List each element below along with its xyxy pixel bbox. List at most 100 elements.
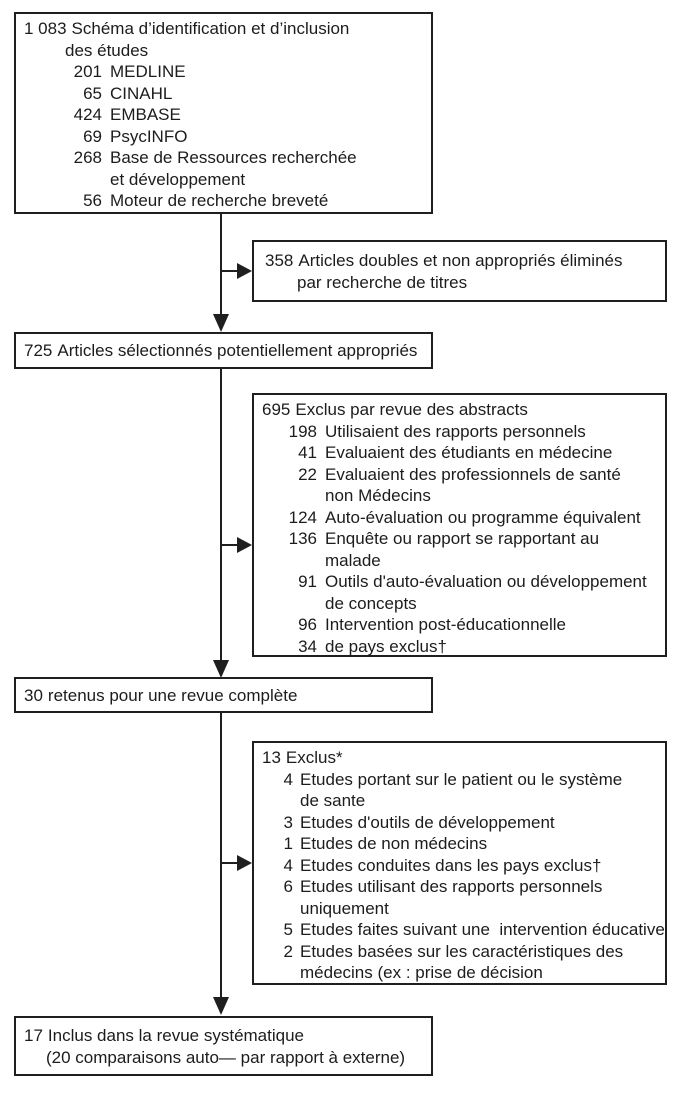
line-text: Etudes conduites dans les pays exclus†: [300, 855, 602, 875]
flow-line: et développement: [24, 169, 425, 191]
line-text: Base de Ressources recherchée: [110, 148, 357, 167]
line-text: (20 comparaisons auto— par rapport à ext…: [46, 1047, 406, 1067]
flow-line: 136 Enquête ou rapport se rapportant au: [262, 528, 661, 550]
flow-line: 5 Etudes faites suivant une intervention…: [262, 919, 665, 941]
branch-line-duplicates: [221, 270, 238, 272]
arrow-down-icon: [213, 997, 229, 1015]
flow-line: 198 Utilisaient des rapports personnels: [262, 421, 661, 443]
line-text: non Médecins: [325, 486, 431, 505]
flow-line: 201 MEDLINE: [24, 61, 425, 83]
count-value: 65: [83, 83, 102, 103]
flow-line: 695 Exclus par revue des abstracts: [262, 399, 661, 421]
flow-line: 6 Etudes utilisant des rapports personne…: [262, 876, 661, 898]
flow-line: 268 Base de Ressources recherchée: [24, 147, 425, 169]
line-text: Intervention post-éducationnelle: [325, 615, 566, 634]
box-duplicates-removed: 358 Articles doubles et non appropriés é…: [252, 240, 667, 302]
flow-line: 124 Auto-évaluation ou programme équival…: [262, 507, 661, 529]
arrow-down-icon: [213, 314, 229, 332]
flow-line: 34 de pays exclus†: [262, 636, 661, 658]
line-text: Evaluaient des professionnels de santé: [325, 464, 621, 484]
line-text: Etudes faites suivant une intervention é…: [300, 920, 665, 939]
count-value: 201: [73, 62, 102, 81]
line-text: Articles sélectionnés potentiellement ap…: [57, 341, 418, 360]
count-value: 424: [73, 105, 102, 124]
count-value: 41: [298, 443, 317, 462]
flow-line: 4 Etudes portant sur le patient ou le sy…: [262, 769, 661, 791]
line-text: MEDLINE: [110, 62, 186, 81]
flow-line: uniquement: [262, 898, 661, 920]
connector-line-2: [220, 369, 222, 664]
box-abstract-exclusions: 695 Exclus par revue des abstracts 198 U…: [252, 393, 667, 657]
arrow-down-icon: [213, 660, 229, 678]
line-text: Etudes utilisant des rapports personnels: [300, 877, 603, 896]
line-text: Enquête ou rapport se rapportant au: [325, 529, 600, 548]
count-value: 96: [298, 615, 317, 634]
flow-line: malade: [262, 550, 661, 572]
flow-line: 4 Etudes conduites dans les pays exclus†: [262, 855, 661, 877]
line-text: malade: [325, 550, 381, 570]
count-value: 268: [73, 148, 102, 167]
flow-line: 424 EMBASE: [24, 104, 425, 126]
line-text: Evaluaient des étudiants en médecine: [325, 443, 613, 462]
line-text: Moteur de recherche breveté: [110, 191, 329, 210]
count-value: 1 083: [24, 19, 67, 38]
count-value: 56: [83, 191, 102, 210]
count-value: 22: [298, 464, 317, 484]
box-full-review: 30 retenus pour une revue complète: [14, 677, 433, 713]
flow-line: 1 Etudes de non médecins: [262, 833, 661, 855]
flow-line: de sante: [262, 790, 661, 812]
count-value: 17: [24, 1026, 43, 1045]
line-text: de pays exclus†: [325, 636, 447, 656]
count-value: 69: [83, 126, 102, 146]
flow-line: 22 Evaluaient des professionnels de sant…: [262, 464, 661, 486]
count-value: 124: [288, 507, 317, 527]
flow-line: 30 retenus pour une revue complète: [24, 685, 425, 707]
branch-line-abstract-exclusions: [221, 544, 238, 546]
flow-line: médecins (ex : prise de décision: [262, 962, 661, 984]
line-text: CINAHL: [110, 83, 173, 103]
line-text: Etudes basées sur les caractéristiques d…: [300, 941, 624, 961]
flow-line: 65 CINAHL: [24, 83, 425, 105]
flow-line: 13 Exclus*: [262, 747, 661, 769]
count-value: 34: [298, 636, 317, 656]
flow-line: 725 Articles sélectionnés potentiellemen…: [24, 340, 425, 362]
line-text: Utilisaient des rapports personnels: [325, 421, 586, 441]
connector-line-1: [220, 214, 222, 316]
arrow-right-icon: [237, 855, 252, 871]
flow-line: 17 Inclus dans la revue systématique: [24, 1025, 425, 1047]
line-text: par recherche de titres: [297, 272, 468, 292]
flow-line: 1 083 Schéma d’identification et d’inclu…: [24, 18, 425, 40]
line-text: Etudes portant sur le patient ou le syst…: [300, 769, 623, 789]
line-text: Articles doubles et non appropriés élimi…: [298, 251, 623, 270]
count-value: 5: [283, 920, 293, 939]
flow-line: par recherche de titres: [265, 272, 659, 294]
line-text: de concepts: [325, 593, 417, 613]
line-text: uniquement: [300, 898, 389, 918]
line-text: et développement: [110, 169, 246, 189]
count-value: 2: [283, 941, 293, 961]
count-value: 358: [265, 251, 294, 270]
arrow-right-icon: [237, 537, 252, 553]
line-text: des études: [65, 40, 149, 60]
count-value: 6: [283, 877, 293, 896]
count-value: 136: [288, 529, 317, 548]
line-text: Outils d'auto-évaluation ou développemen…: [325, 572, 647, 591]
box-full-text-exclusions: 13 Exclus* 4 Etudes portant sur le patie…: [252, 741, 667, 985]
line-text: PsycINFO: [110, 126, 188, 146]
line-text: Etudes d'outils de développement: [300, 812, 555, 832]
branch-line-full-text-exclusions: [221, 862, 238, 864]
count-value: 198: [288, 421, 317, 441]
flow-line: 3 Etudes d'outils de développement: [262, 812, 661, 834]
box-included-studies: 17 Inclus dans la revue systématique (20…: [14, 1016, 433, 1076]
flow-line: 358 Articles doubles et non appropriés é…: [265, 250, 659, 272]
count-value: 3: [283, 812, 293, 832]
line-text: Auto-évaluation ou programme équivalent: [325, 507, 641, 527]
flow-line: 96 Intervention post-éducationnelle: [262, 614, 661, 636]
count-value: 13: [262, 748, 281, 767]
flow-line: (20 comparaisons auto— par rapport à ext…: [24, 1047, 425, 1069]
line-text: médecins (ex : prise de décision: [300, 963, 543, 982]
flow-line: 91 Outils d'auto-évaluation ou développe…: [262, 571, 661, 593]
line-text: EMBASE: [110, 105, 181, 124]
count-value: 1: [283, 834, 293, 853]
